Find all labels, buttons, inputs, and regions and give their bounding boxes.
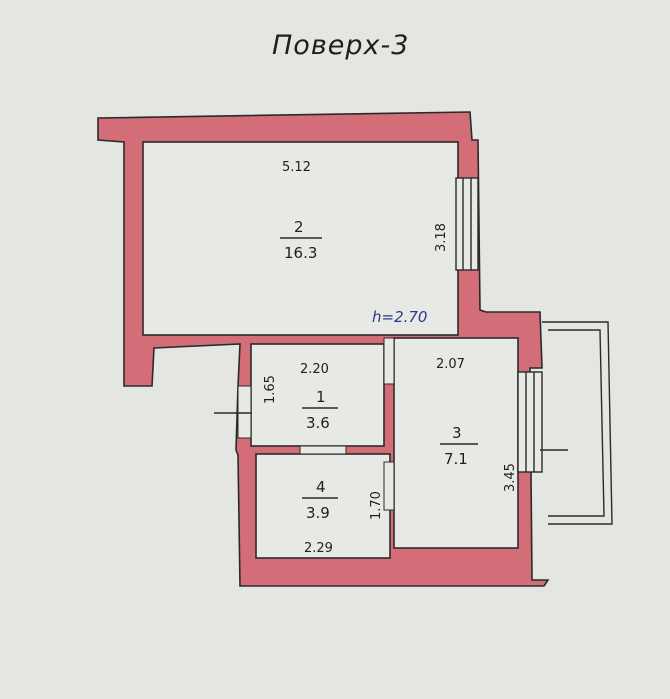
room-2-depth: 3.18	[434, 223, 449, 252]
room-2-width: 5.12	[282, 160, 311, 175]
room-3-area: 7.1	[444, 450, 468, 468]
room-2-area: 16.3	[284, 244, 317, 262]
window-room-3	[517, 371, 543, 473]
room-1-area: 3.6	[306, 414, 330, 432]
room-4-area: 3.9	[306, 504, 330, 522]
room-4-floor	[255, 453, 391, 559]
room-3-number: 3	[452, 424, 462, 442]
balcony	[540, 321, 613, 525]
room-4-number: 4	[316, 478, 326, 496]
room-4-width: 2.29	[304, 541, 333, 556]
ceiling-height: h=2.70	[372, 308, 427, 326]
room-1-depth: 1.65	[263, 375, 278, 404]
room-1-number: 1	[316, 388, 326, 406]
room-1-width: 2.20	[300, 362, 329, 377]
room-1-floor	[250, 343, 385, 447]
room-3-depth: 3.45	[503, 463, 518, 492]
window-room-2	[455, 177, 479, 271]
room-4-depth: 1.70	[369, 491, 384, 520]
doorways	[214, 337, 395, 511]
room-3-width: 2.07	[436, 357, 465, 372]
room-3-floor	[393, 337, 519, 549]
floor-title: Поверх-3	[272, 30, 409, 61]
room-2-number: 2	[294, 218, 304, 236]
